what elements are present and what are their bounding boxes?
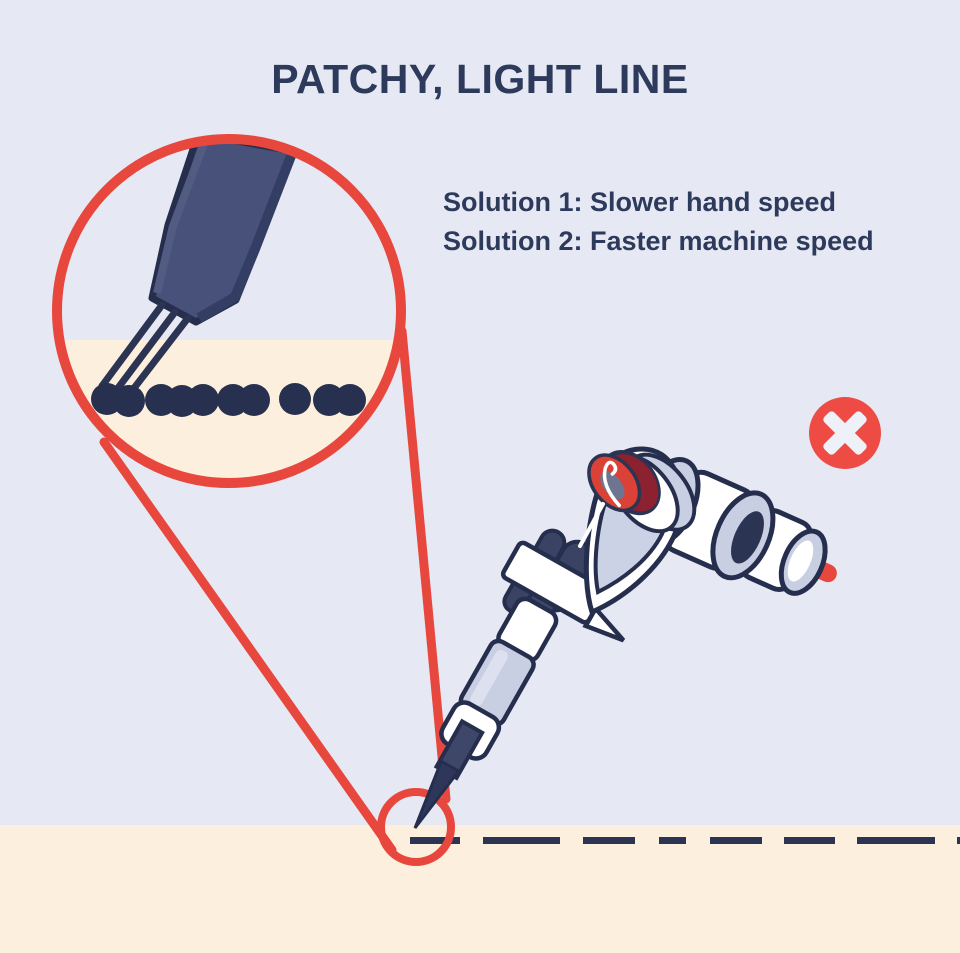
error-x-glyph (823, 411, 867, 455)
page-title: PATCHY, LIGHT LINE (271, 56, 689, 102)
cam-highlight (602, 460, 621, 508)
error-x-icon (809, 397, 881, 469)
zoom-target-circle (377, 788, 455, 866)
solution-line-2: Solution 2: Faster machine speed (443, 226, 874, 256)
coil-end-cap-face (787, 540, 814, 582)
patchy-ink-dots (91, 383, 366, 417)
tattoo-machine-icon (413, 446, 837, 829)
magnified-needle-icon (98, 139, 297, 400)
solution-line-1: Solution 1: Slower hand speed (443, 187, 837, 217)
needle-tip (413, 759, 461, 829)
skin-surface (0, 825, 960, 953)
needle-tube (413, 528, 626, 829)
solutions-text: Solution 1: Slower hand speed Solution 2… (443, 183, 874, 261)
cam-wheel (587, 450, 661, 516)
coil-core-face-2 (731, 511, 764, 564)
grip-highlight (470, 649, 508, 706)
needle-bar (578, 502, 605, 548)
zoom-cone-lines (99, 326, 451, 855)
magnifier-content (57, 139, 401, 483)
magnifier-circle (52, 134, 406, 488)
